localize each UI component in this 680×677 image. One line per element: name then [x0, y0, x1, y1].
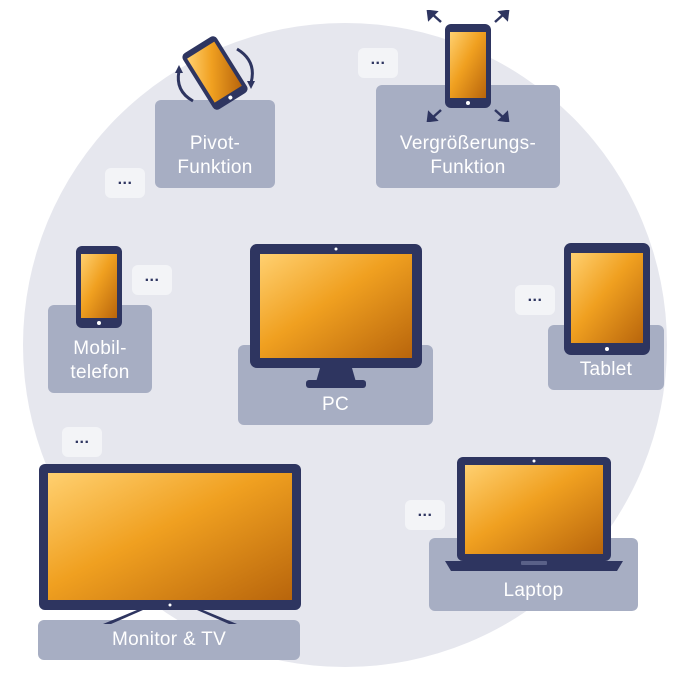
label-monitor-tv: Monitor & TV	[38, 620, 300, 660]
more-bubble-mobile[interactable]: ...	[132, 265, 172, 295]
label-mobile: Mobil- telefon	[48, 305, 152, 393]
tv-icon	[39, 464, 301, 626]
label-monitor-tv-text: Monitor & TV	[111, 629, 227, 650]
more-bubble-laptop[interactable]: ...	[405, 500, 445, 530]
label-pc-text: PC	[322, 394, 349, 415]
label-tablet-text: Tablet	[579, 359, 633, 380]
label-mobile-line1: Mobil-	[73, 338, 127, 359]
label-zoom-line1: Vergrößerungs-	[399, 133, 537, 154]
label-mobile-line2: telefon	[70, 362, 130, 383]
desktop-monitor-icon	[250, 244, 422, 390]
label-pivot-line1: Pivot-	[189, 133, 241, 154]
more-bubble-pivot[interactable]: ...	[105, 168, 145, 198]
label-pivot: Pivot- Funktion	[155, 100, 275, 188]
expand-phone-icon	[425, 10, 511, 122]
rotating-phone-icon	[165, 35, 265, 115]
more-bubble-zoom[interactable]: ...	[358, 48, 398, 78]
label-laptop-text: Laptop	[503, 580, 564, 601]
smartphone-icon	[76, 246, 122, 328]
more-bubble-tablet[interactable]: ...	[515, 285, 555, 315]
laptop-icon	[445, 457, 623, 573]
label-pivot-line2: Funktion	[177, 157, 253, 178]
more-bubble-monitor-tv[interactable]: ...	[62, 427, 102, 457]
label-zoom-line2: Funktion	[430, 157, 506, 178]
tablet-icon	[564, 243, 650, 355]
